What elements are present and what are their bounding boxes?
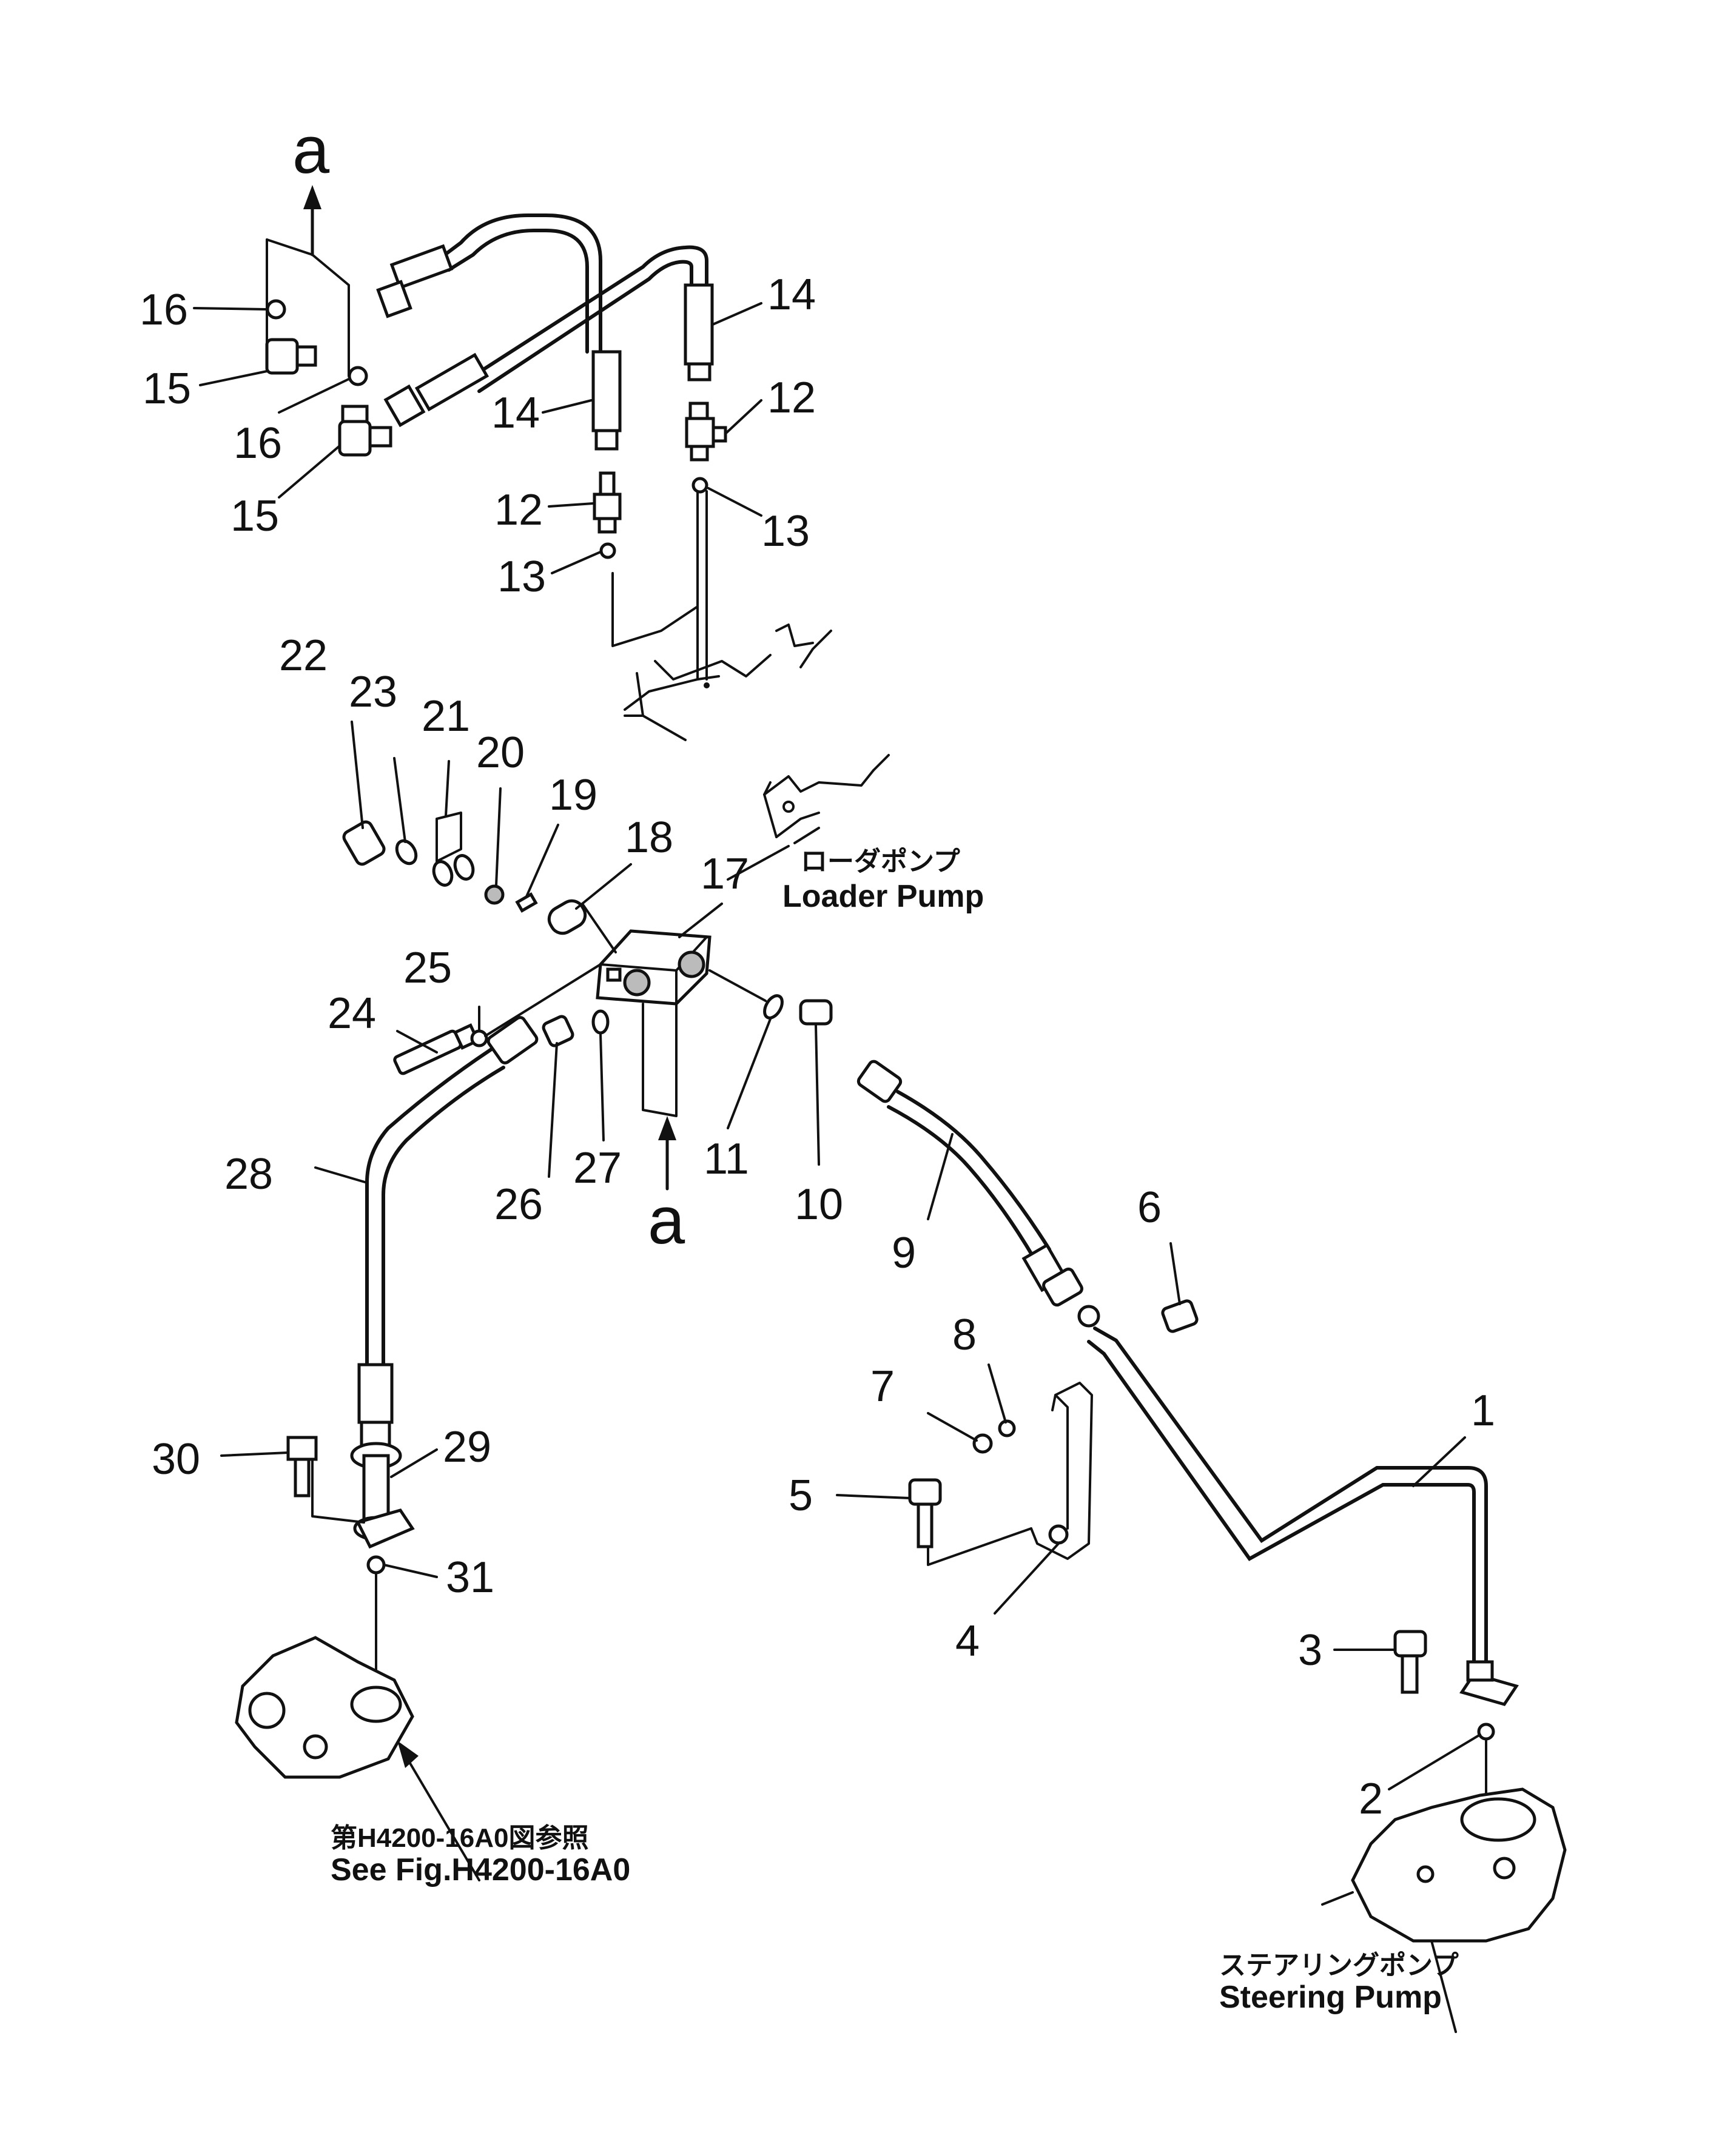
callout-28: 28 bbox=[224, 1150, 273, 1198]
connector-a-mid: a bbox=[648, 1183, 685, 1258]
lower-leaders bbox=[220, 721, 1481, 1790]
top-hose-assembly bbox=[265, 185, 832, 741]
callout-29: 29 bbox=[443, 1423, 491, 1471]
callout-13: 13 bbox=[761, 507, 810, 556]
callout-numbers: 16 15 16 15 14 14 12 12 13 13 22 23 21 2… bbox=[140, 113, 1495, 1823]
valve-block-assembly bbox=[235, 754, 1567, 2033]
callout-3: 3 bbox=[1298, 1626, 1322, 1675]
callout-14: 14 bbox=[491, 389, 540, 437]
callout-21: 21 bbox=[422, 692, 470, 741]
callout-16: 16 bbox=[140, 286, 188, 334]
callout-18: 18 bbox=[625, 813, 673, 862]
callout-23: 23 bbox=[349, 668, 397, 716]
callout-11: 11 bbox=[704, 1135, 749, 1183]
steering-pump-label-jp: ステアリングポンプ bbox=[1219, 1951, 1459, 1980]
arrow-up-icon bbox=[658, 1116, 676, 1140]
callout-19: 19 bbox=[549, 771, 597, 819]
callout-14: 14 bbox=[767, 271, 816, 319]
callout-8: 8 bbox=[952, 1311, 977, 1359]
loader-pump-label-jp: ローダポンプ bbox=[801, 847, 960, 876]
callout-2: 2 bbox=[1359, 1775, 1383, 1823]
callout-15: 15 bbox=[143, 365, 191, 413]
steering-pump-label-en: Steering Pump bbox=[1219, 1980, 1442, 2015]
callout-25: 25 bbox=[403, 944, 452, 992]
top-leaders bbox=[193, 302, 762, 574]
callout-12: 12 bbox=[494, 486, 543, 534]
callout-20: 20 bbox=[476, 728, 525, 777]
callout-31: 31 bbox=[446, 1553, 494, 1602]
callout-13: 13 bbox=[497, 553, 546, 601]
arrow-up-icon bbox=[397, 1741, 419, 1768]
callout-7: 7 bbox=[870, 1362, 895, 1411]
connector-a-top: a bbox=[292, 113, 330, 187]
callout-30: 30 bbox=[152, 1435, 200, 1484]
callout-4: 4 bbox=[955, 1617, 980, 1666]
callout-16: 16 bbox=[234, 419, 282, 468]
callout-22: 22 bbox=[279, 631, 328, 680]
callout-26: 26 bbox=[494, 1180, 543, 1229]
component-labels: ローダポンプ Loader Pump 第H4200-16A0図参照 See Fi… bbox=[331, 847, 1459, 2015]
callout-17: 17 bbox=[701, 850, 749, 898]
see-fig-label-jp: 第H4200-16A0図参照 bbox=[331, 1823, 589, 1853]
callout-15: 15 bbox=[230, 492, 279, 540]
callout-1: 1 bbox=[1471, 1387, 1495, 1435]
callout-24: 24 bbox=[328, 989, 376, 1038]
callout-9: 9 bbox=[892, 1229, 916, 1277]
callout-27: 27 bbox=[573, 1144, 622, 1192]
callout-12: 12 bbox=[767, 374, 816, 422]
arrow-up-icon bbox=[303, 185, 321, 209]
see-fig-label-en: See Fig.H4200-16A0 bbox=[331, 1852, 630, 1888]
callout-5: 5 bbox=[789, 1471, 813, 1520]
callout-10: 10 bbox=[795, 1180, 843, 1229]
loader-pump-label-en: Loader Pump bbox=[782, 879, 984, 914]
callout-6: 6 bbox=[1137, 1183, 1162, 1232]
